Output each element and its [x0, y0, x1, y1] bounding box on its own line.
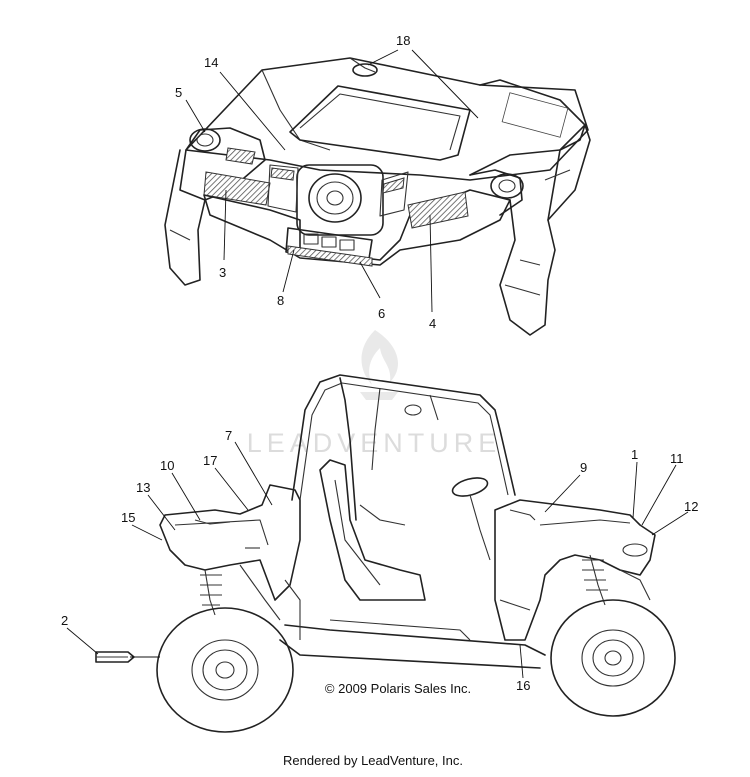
callout-16: 16 — [516, 678, 530, 693]
watermark-text: LEADVENTURE — [247, 428, 502, 458]
footer-credit: Rendered by LeadVenture, Inc. — [283, 753, 463, 768]
callout-6: 6 — [378, 306, 385, 321]
callout-18: 18 — [396, 33, 410, 48]
callouts: 18 14 5 3 8 6 4 7 17 10 13 15 2 9 1 11 1… — [61, 33, 698, 693]
dashboard-assembly — [164, 57, 591, 336]
decal-2 — [95, 651, 135, 663]
rear-wheel — [156, 607, 294, 733]
leader-lines — [66, 49, 689, 679]
front-wheel — [550, 599, 676, 717]
callout-2: 2 — [61, 613, 68, 628]
watermark: LEADVENTURE — [247, 330, 502, 458]
flame-logo-icon — [360, 330, 398, 400]
callout-14: 14 — [204, 55, 218, 70]
callout-15: 15 — [121, 510, 135, 525]
callout-10: 10 — [160, 458, 174, 473]
decal-3 — [203, 171, 271, 206]
copyright-notice: © 2009 Polaris Sales Inc. — [325, 681, 471, 696]
callout-13: 13 — [136, 480, 150, 495]
callout-5: 5 — [175, 85, 182, 100]
callout-1: 1 — [631, 447, 638, 462]
callout-12: 12 — [684, 499, 698, 514]
callout-7: 7 — [225, 428, 232, 443]
callout-9: 9 — [580, 460, 587, 475]
callout-4: 4 — [429, 316, 436, 331]
vehicle-side-view — [95, 374, 676, 733]
decal-4 — [407, 191, 469, 229]
callout-3: 3 — [219, 265, 226, 280]
callout-17: 17 — [203, 453, 217, 468]
decal-8 — [287, 245, 373, 267]
callout-11: 11 — [670, 451, 684, 466]
callout-8: 8 — [277, 293, 284, 308]
